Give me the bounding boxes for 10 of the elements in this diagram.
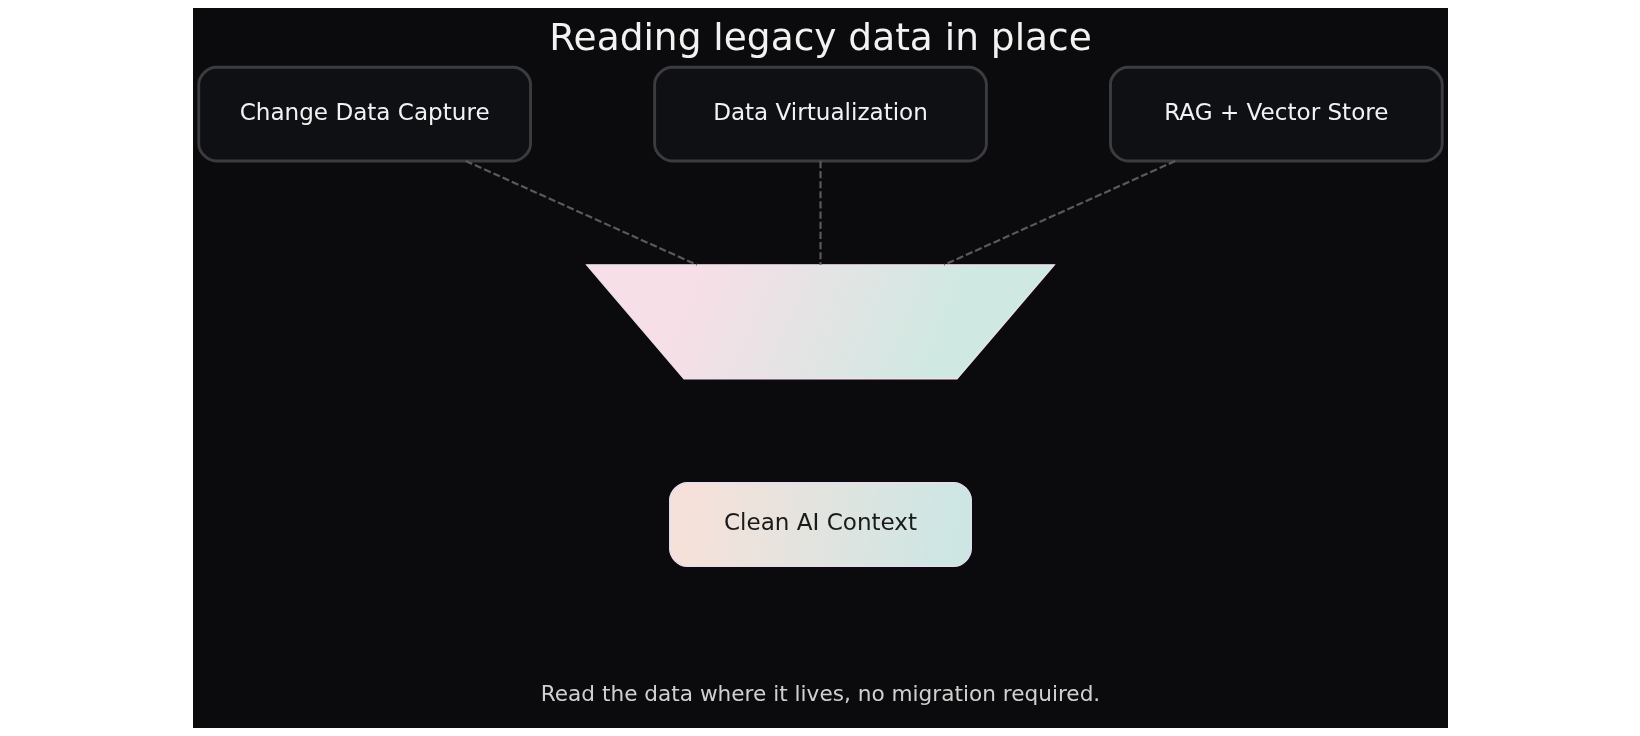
connector — [818, 161, 822, 265]
connector — [943, 160, 1176, 266]
node-box: Clean AI Context — [668, 481, 972, 568]
diagram-title: Reading legacy data in place — [548, 14, 1092, 59]
connector — [464, 160, 697, 266]
node-box: Data Virtualization — [652, 65, 988, 163]
node-box: RAG + Vector Store — [1108, 65, 1444, 163]
node-box: Change Data Capture — [196, 65, 532, 163]
caption: Read the data where it lives, no migration required. — [540, 681, 1100, 707]
node-trapezoid — [584, 264, 1056, 380]
